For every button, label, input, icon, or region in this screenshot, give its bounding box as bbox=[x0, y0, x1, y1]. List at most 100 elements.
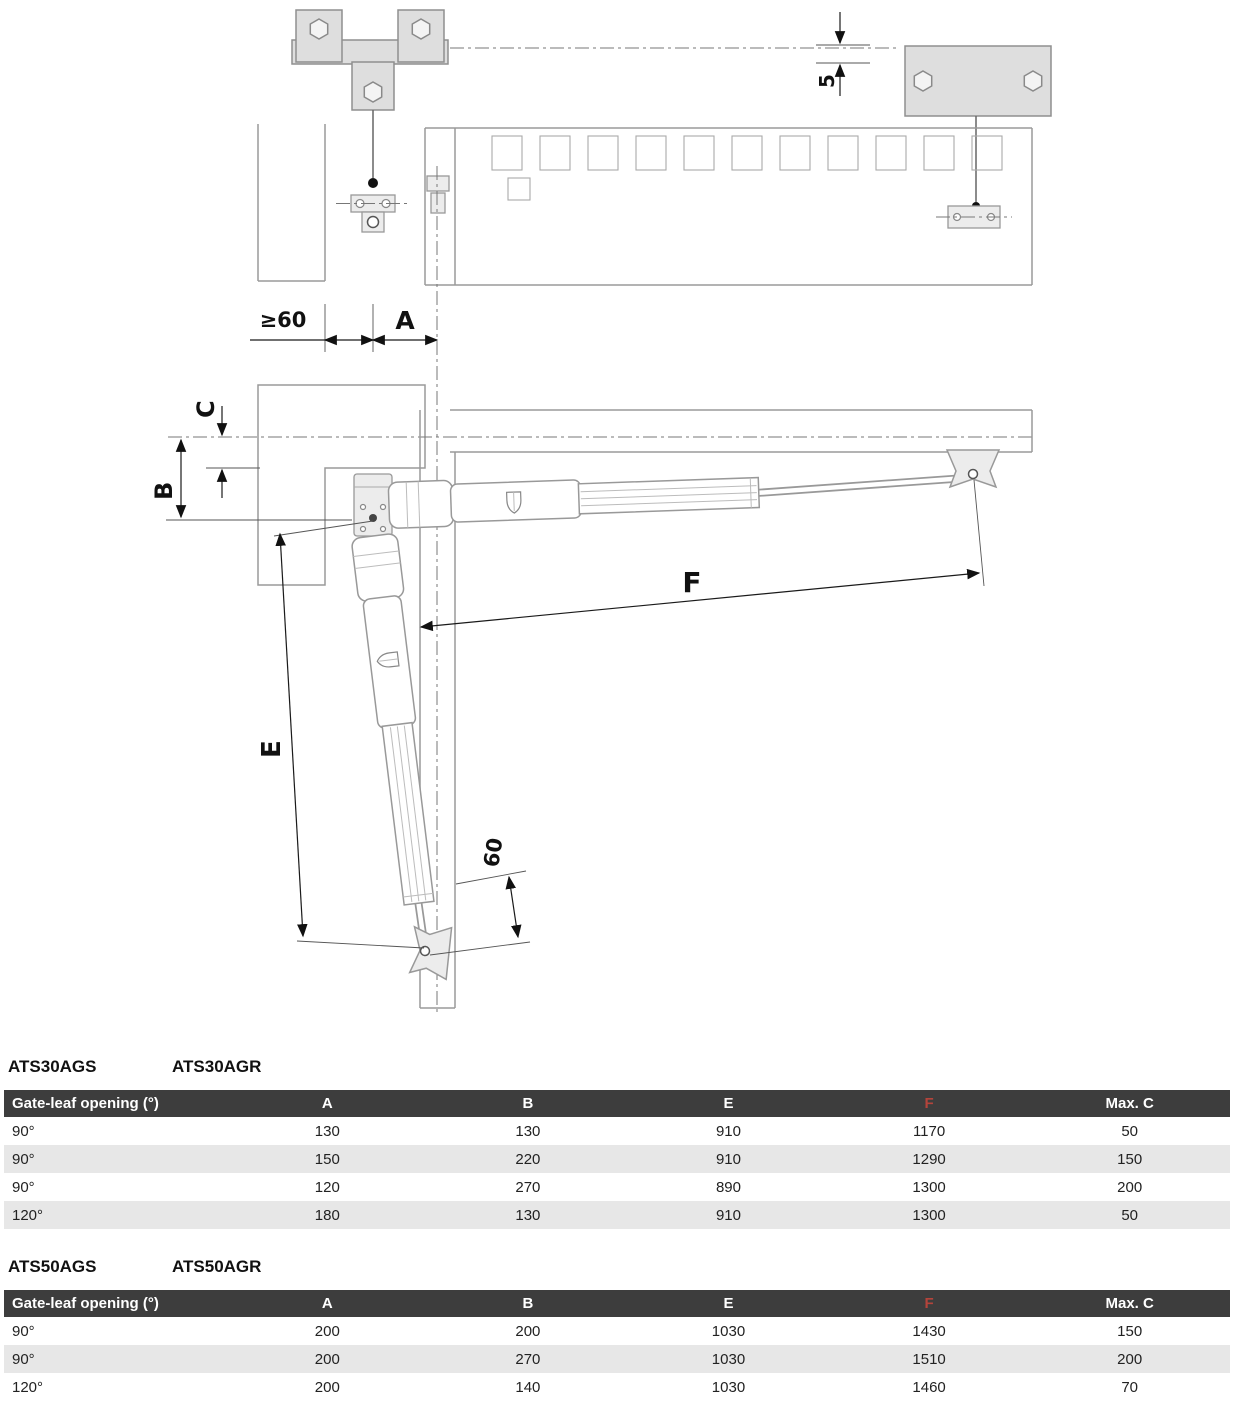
cell-opening: 120° bbox=[12, 1378, 44, 1396]
cell-b: 130 bbox=[515, 1206, 541, 1224]
cell-f: 1290 bbox=[912, 1150, 946, 1168]
ats50-header-row: Gate-leaf opening (°) A B E F Max. C bbox=[4, 1290, 1230, 1317]
cell-e: 910 bbox=[715, 1150, 741, 1168]
column-header-b: B bbox=[427, 1290, 629, 1317]
column-header-f: F bbox=[828, 1090, 1030, 1117]
cell-e: 1030 bbox=[711, 1350, 746, 1368]
cell-e: 1030 bbox=[711, 1378, 746, 1396]
ats50-spec-table: Gate-leaf opening (°) A B E F Max. C 90°… bbox=[4, 1290, 1230, 1401]
dimension-c: C bbox=[192, 400, 260, 498]
rear-bracket-top bbox=[904, 45, 1052, 229]
dim-label-f: F bbox=[682, 566, 701, 599]
cell-max-c: 50 bbox=[1121, 1122, 1139, 1140]
model-name-ats30ags: ATS30AGS bbox=[8, 1057, 97, 1076]
dim-label-60: 60 bbox=[479, 836, 507, 869]
cell-b: 130 bbox=[515, 1122, 541, 1140]
column-header-f: F bbox=[828, 1290, 1030, 1317]
column-header-e: E bbox=[628, 1090, 829, 1117]
column-header-max-c: Max. C bbox=[1029, 1090, 1230, 1117]
ats30-spec-table: Gate-leaf opening (°) A B E F Max. C 90°… bbox=[4, 1090, 1230, 1229]
cell-f: 1170 bbox=[912, 1122, 946, 1140]
cell-e: 910 bbox=[715, 1206, 741, 1224]
dim-label-e: E bbox=[257, 740, 287, 758]
cell-max-c: 50 bbox=[1121, 1206, 1139, 1224]
cell-a: 200 bbox=[314, 1378, 340, 1396]
pillar-plan bbox=[257, 384, 426, 586]
dimension-60: 60 bbox=[429, 836, 531, 956]
dim-label-ge60: ≥60 bbox=[260, 308, 307, 332]
cell-max-c: 200 bbox=[1117, 1350, 1143, 1368]
ats30-model-titles: ATS30AGS ATS30AGR bbox=[8, 1057, 1226, 1077]
table-row: 90° 130 130 910 1170 50 bbox=[4, 1117, 1230, 1145]
cell-f: 1460 bbox=[912, 1378, 946, 1396]
cell-a: 150 bbox=[314, 1150, 340, 1168]
dim-label-c: C bbox=[192, 400, 220, 418]
cell-opening: 90° bbox=[12, 1178, 35, 1196]
dimension-b: B bbox=[150, 438, 352, 521]
installation-diagram-svg: 5 bbox=[150, 9, 1052, 1012]
dimension-5: 5 bbox=[815, 12, 870, 96]
front-bracket-top bbox=[291, 9, 449, 188]
front-bracket-closed bbox=[946, 449, 1000, 488]
cell-max-c: 150 bbox=[1117, 1322, 1143, 1340]
gate-top-view bbox=[257, 124, 1033, 286]
cell-max-c: 150 bbox=[1117, 1150, 1143, 1168]
installation-diagram: 5 bbox=[150, 9, 1052, 1012]
cell-opening: 90° bbox=[12, 1322, 35, 1340]
ats50-model-titles: ATS50AGS ATS50AGR bbox=[8, 1257, 1226, 1277]
cell-a: 180 bbox=[314, 1206, 340, 1224]
table-row: 120° 200 140 1030 1460 70 bbox=[4, 1373, 1230, 1401]
column-header-e: E bbox=[628, 1290, 829, 1317]
spec-tables: ATS30AGS ATS30AGR Gate-leaf opening (°) … bbox=[0, 1057, 1234, 1401]
cell-e: 910 bbox=[715, 1122, 741, 1140]
cell-f: 1300 bbox=[912, 1206, 946, 1224]
rear-bracket-plan bbox=[353, 473, 393, 537]
cell-e: 890 bbox=[715, 1178, 741, 1196]
dim-label-5: 5 bbox=[815, 74, 839, 88]
gate-hinge-plate bbox=[336, 194, 410, 233]
model-name-ats50agr: ATS50AGR bbox=[172, 1257, 262, 1276]
cell-f: 1300 bbox=[912, 1178, 946, 1196]
dim-label-b: B bbox=[150, 482, 178, 500]
front-bracket-open bbox=[408, 923, 453, 981]
table-row: 90° 150 220 910 1290 150 bbox=[4, 1145, 1230, 1173]
table-row: 90° 200 270 1030 1510 200 bbox=[4, 1345, 1230, 1373]
table-row: 90° 120 270 890 1300 200 bbox=[4, 1173, 1230, 1201]
cell-opening: 90° bbox=[12, 1122, 35, 1140]
column-header-a: A bbox=[227, 1090, 428, 1117]
column-header-max-c: Max. C bbox=[1029, 1290, 1230, 1317]
cell-a: 200 bbox=[314, 1350, 340, 1368]
cell-opening: 90° bbox=[12, 1150, 35, 1168]
dim-label-a: A bbox=[395, 306, 415, 335]
gate-leaf-closed bbox=[450, 409, 1033, 453]
cell-f: 1510 bbox=[912, 1350, 946, 1368]
dimension-f: F bbox=[419, 479, 985, 632]
cell-opening: 90° bbox=[12, 1350, 35, 1368]
cell-e: 1030 bbox=[711, 1322, 746, 1340]
cell-opening: 120° bbox=[12, 1206, 44, 1224]
cell-b: 200 bbox=[515, 1322, 541, 1340]
column-header-b: B bbox=[427, 1090, 629, 1117]
column-header-opening: Gate-leaf opening (°) bbox=[4, 1090, 227, 1117]
operator-rod-closed bbox=[755, 474, 967, 497]
cell-a: 130 bbox=[314, 1122, 340, 1140]
cell-max-c: 70 bbox=[1121, 1378, 1139, 1396]
operator-closed bbox=[387, 468, 761, 530]
model-name-ats30agr: ATS30AGR bbox=[172, 1057, 262, 1076]
cell-f: 1430 bbox=[912, 1322, 946, 1340]
operator-open bbox=[350, 532, 443, 907]
cell-max-c: 200 bbox=[1117, 1178, 1143, 1196]
dimension-ge60-a: ≥60 A bbox=[250, 304, 439, 352]
cell-a: 120 bbox=[314, 1178, 340, 1196]
column-header-a: A bbox=[227, 1290, 428, 1317]
column-header-opening: Gate-leaf opening (°) bbox=[4, 1290, 227, 1317]
cell-a: 200 bbox=[314, 1322, 340, 1340]
cell-b: 220 bbox=[515, 1150, 541, 1168]
cell-b: 270 bbox=[515, 1350, 541, 1368]
table-row: 120° 180 130 910 1300 50 bbox=[4, 1201, 1230, 1229]
table-row: 90° 200 200 1030 1430 150 bbox=[4, 1317, 1230, 1345]
cell-b: 270 bbox=[515, 1178, 541, 1196]
cell-b: 140 bbox=[515, 1378, 541, 1396]
model-name-ats50ags: ATS50AGS bbox=[8, 1257, 97, 1276]
